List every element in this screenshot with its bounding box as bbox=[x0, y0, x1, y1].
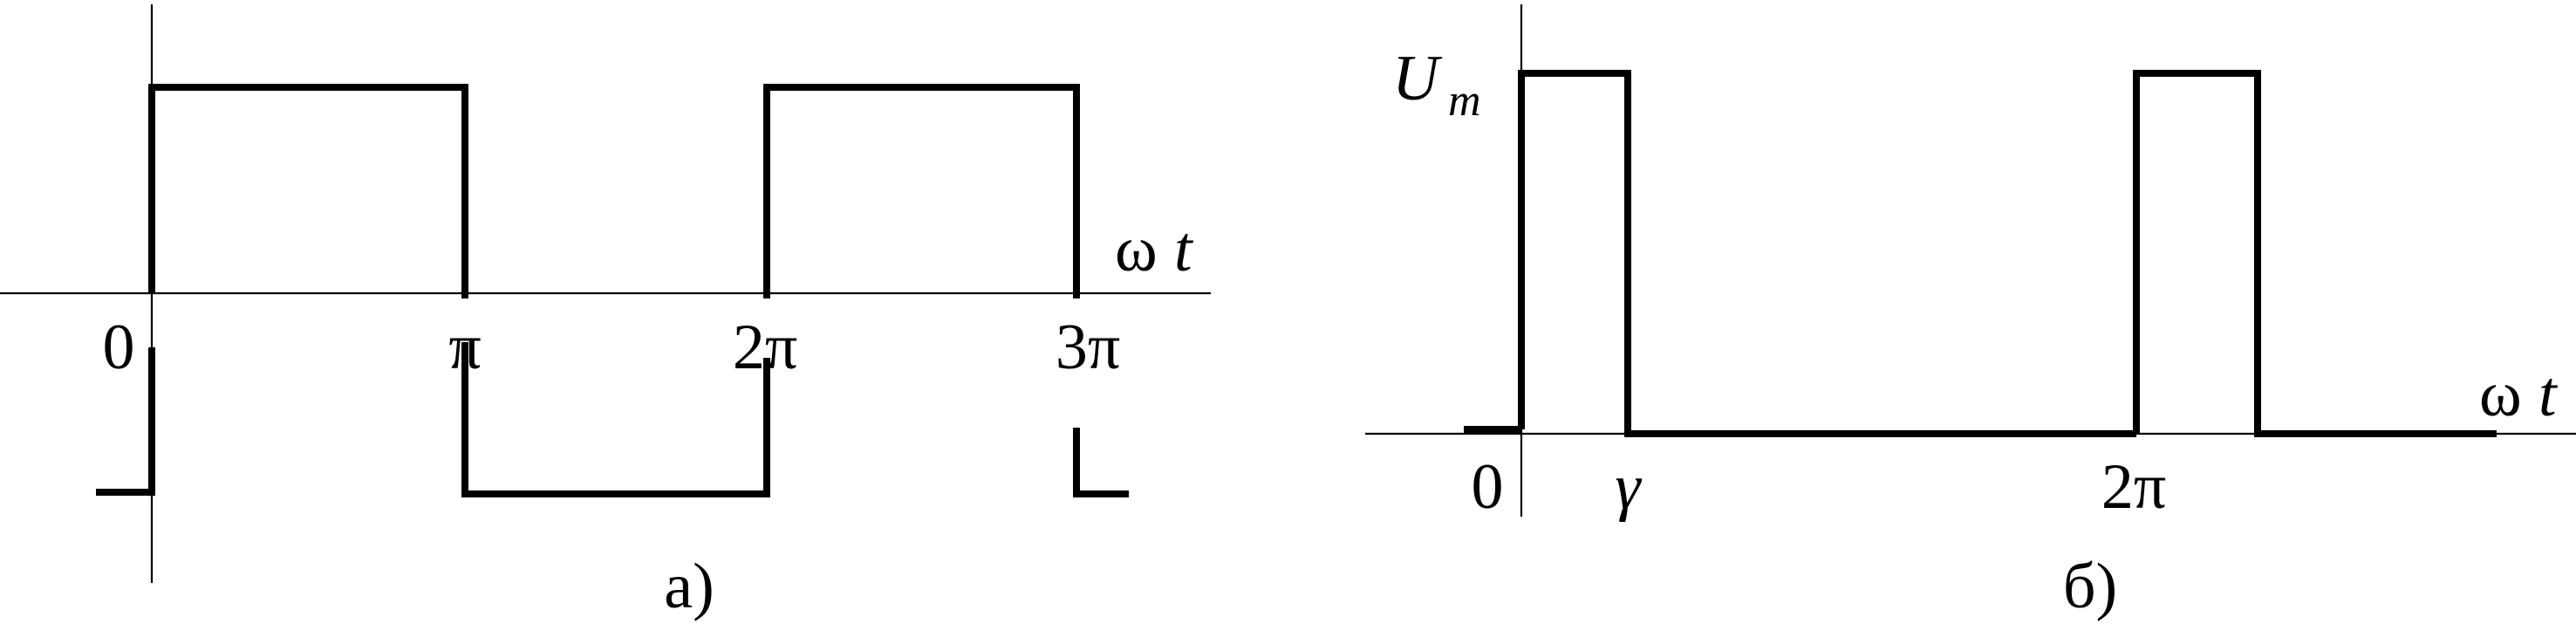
panel-a-wave-positive-1 bbox=[148, 84, 468, 298]
panel-b-wave-pulse-1 bbox=[1518, 70, 2136, 437]
panel-a-wave-negative-1 bbox=[461, 342, 770, 497]
panel-a-caption: а) bbox=[664, 551, 714, 622]
panel-a-wave-segment-start bbox=[96, 347, 155, 496]
panel-b-tick-label: 0 bbox=[1472, 451, 1504, 523]
panel-b-axis-label-omega: ω bbox=[2479, 359, 2522, 430]
panel-b-tick-label: 2π bbox=[2101, 451, 2166, 523]
panel-b-amplitude-label: U bbox=[1392, 43, 1443, 114]
panel-b-caption: б) bbox=[2063, 551, 2117, 622]
panel-b-tick-label: γ bbox=[1615, 451, 1642, 523]
panel-a-tick-label: 3π bbox=[1056, 312, 1120, 383]
panel-a: ω t 0 π 2π 3π а) bbox=[0, 4, 1211, 622]
panel-a-tick-label: π bbox=[448, 312, 481, 383]
panel-a-axis-label-t: t bbox=[1174, 214, 1194, 285]
panel-b-amplitude-subscript: m bbox=[1448, 76, 1481, 126]
panel-a-tick-label: 0 bbox=[103, 312, 135, 383]
panel-a-wave-segment-end bbox=[1073, 428, 1129, 497]
panel-a-wave-positive-2 bbox=[763, 84, 1080, 298]
panel-b: U m ω t 0 γ 2π б) bbox=[1365, 4, 2576, 622]
panel-b-wave-pulse-2 bbox=[2133, 70, 2497, 437]
panel-b-axis-label-t: t bbox=[2538, 359, 2559, 430]
panel-a-axis-label-omega: ω bbox=[1115, 214, 1158, 285]
panel-a-tick-label: 2π bbox=[733, 312, 797, 383]
